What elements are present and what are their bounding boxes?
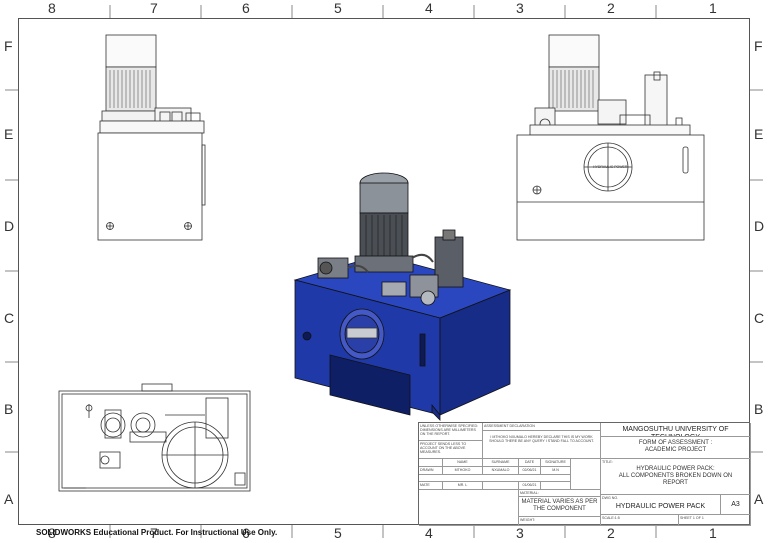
sheet-count: SHEET 1 OF 1 bbox=[679, 515, 751, 526]
zone-row-b-right: B bbox=[754, 401, 764, 417]
zone-col-8-bottom: 8 bbox=[48, 525, 56, 541]
university-name: MANGOSUTHU UNIVERSITY OF TECHNOLOGY bbox=[601, 423, 751, 437]
zone-col-4-top: 4 bbox=[425, 0, 433, 16]
drawn-surname: NXUMALO bbox=[483, 467, 519, 475]
isometric-view bbox=[293, 172, 512, 421]
zone-row-d-left: D bbox=[4, 218, 15, 234]
row-blank-1 bbox=[419, 475, 571, 482]
declaration-text: I MTHOKO NXUMALO HEREBY DECLARE THIS IS … bbox=[483, 431, 601, 459]
zone-col-8-top: 8 bbox=[48, 0, 56, 16]
form-line-2: ACADEMIC PROJECT bbox=[644, 447, 707, 453]
zone-col-7-top: 7 bbox=[150, 0, 158, 16]
side-view: HYDRAULIC POWER bbox=[516, 34, 705, 241]
zone-row-e-left: E bbox=[4, 126, 14, 142]
zone-row-a-left: A bbox=[4, 491, 14, 507]
zone-row-e-right: E bbox=[754, 126, 764, 142]
zone-row-a-right: A bbox=[754, 491, 764, 507]
zone-col-4-bottom: 4 bbox=[425, 525, 433, 541]
title-label: TITLE: bbox=[601, 459, 751, 465]
sheet-size: A3 bbox=[721, 495, 751, 515]
zone-col-2-bottom: 2 bbox=[607, 525, 615, 541]
drawn-name: MTHOKO bbox=[443, 467, 483, 475]
drawing-title: HYDRAULIC POWER PACK: ALL COMPONENTS BRO… bbox=[601, 465, 751, 495]
tolerance-note: UNLESS OTHERWISE SPECIFIED: DIMENSIONS A… bbox=[419, 423, 483, 441]
blank-mid bbox=[571, 459, 601, 490]
zone-col-6-top: 6 bbox=[242, 0, 250, 16]
title-line-2: ALL COMPONENTS BROKEN DOWN ON REPORT bbox=[618, 473, 733, 486]
zone-row-c-right: C bbox=[754, 310, 765, 326]
scale: SCALE:1:5 bbox=[601, 515, 679, 526]
zone-row-b-left: B bbox=[4, 401, 14, 417]
weight-label: WEIGHT: bbox=[519, 517, 601, 526]
row-blank-2 bbox=[419, 490, 519, 526]
form-of-assessment: FORM OF ASSESSMENT : ACADEMIC PROJECT bbox=[601, 437, 751, 459]
drawn-signature: M.N bbox=[541, 467, 571, 475]
dwg-no-value: HYDRAULIC POWER PACK bbox=[601, 501, 721, 515]
material-label: MATERIAL: bbox=[519, 490, 601, 497]
title-block: UNLESS OTHERWISE SPECIFIED: DIMENSIONS A… bbox=[418, 422, 751, 526]
zone-col-7-bottom: 7 bbox=[150, 525, 158, 541]
row-mate: MATE bbox=[419, 482, 443, 490]
zone-col-3-top: 3 bbox=[516, 0, 524, 16]
row-drawn: DRAWN bbox=[419, 467, 443, 475]
top-view bbox=[58, 383, 251, 492]
front-view bbox=[97, 34, 206, 241]
edu-watermark: SOLIDWORKS Educational Product. For Inst… bbox=[36, 528, 278, 537]
side-plate-label: HYDRAULIC POWER bbox=[593, 165, 628, 169]
zone-col-5-top: 5 bbox=[334, 0, 342, 16]
zone-row-f-left: F bbox=[4, 38, 13, 54]
zone-col-5-bottom: 5 bbox=[334, 525, 342, 541]
col-blank bbox=[419, 459, 443, 467]
mate-name: MR. L bbox=[443, 482, 483, 490]
mate-date: 01/06/21 bbox=[519, 482, 541, 490]
assessment-header: ASSESSMENT DECLARATION bbox=[483, 423, 601, 431]
col-name: NAME bbox=[443, 459, 483, 467]
zone-col-3-bottom: 3 bbox=[516, 525, 524, 541]
material-value: MATERIAL VARIES AS PER THE COMPONENT bbox=[519, 497, 601, 517]
mate-signature bbox=[541, 482, 571, 490]
zone-col-2-top: 2 bbox=[607, 0, 615, 16]
zone-col-1-top: 1 bbox=[709, 0, 717, 16]
drawn-date: 02/06/21 bbox=[519, 467, 541, 475]
mate-surname bbox=[483, 482, 519, 490]
zone-row-d-right: D bbox=[754, 218, 765, 234]
form-line-1: FORM OF ASSESSMENT : bbox=[638, 440, 713, 446]
col-surname: SURNAME bbox=[483, 459, 519, 467]
zone-col-1-bottom: 1 bbox=[709, 525, 717, 541]
zone-row-c-left: C bbox=[4, 310, 15, 326]
dwg-no-label: DWG NO. bbox=[601, 495, 721, 501]
zone-row-f-right: F bbox=[754, 38, 763, 54]
zone-col-6-bottom: 6 bbox=[242, 525, 250, 541]
col-date: DATE bbox=[519, 459, 541, 467]
drawing-frame bbox=[18, 18, 750, 525]
project-note: PROJECT SENDS LESS TO ACCOUNT ON THE ABO… bbox=[419, 441, 483, 459]
col-signature: SIGNATURE bbox=[541, 459, 571, 467]
title-line-1: HYDRAULIC POWER PACK: bbox=[636, 466, 715, 472]
